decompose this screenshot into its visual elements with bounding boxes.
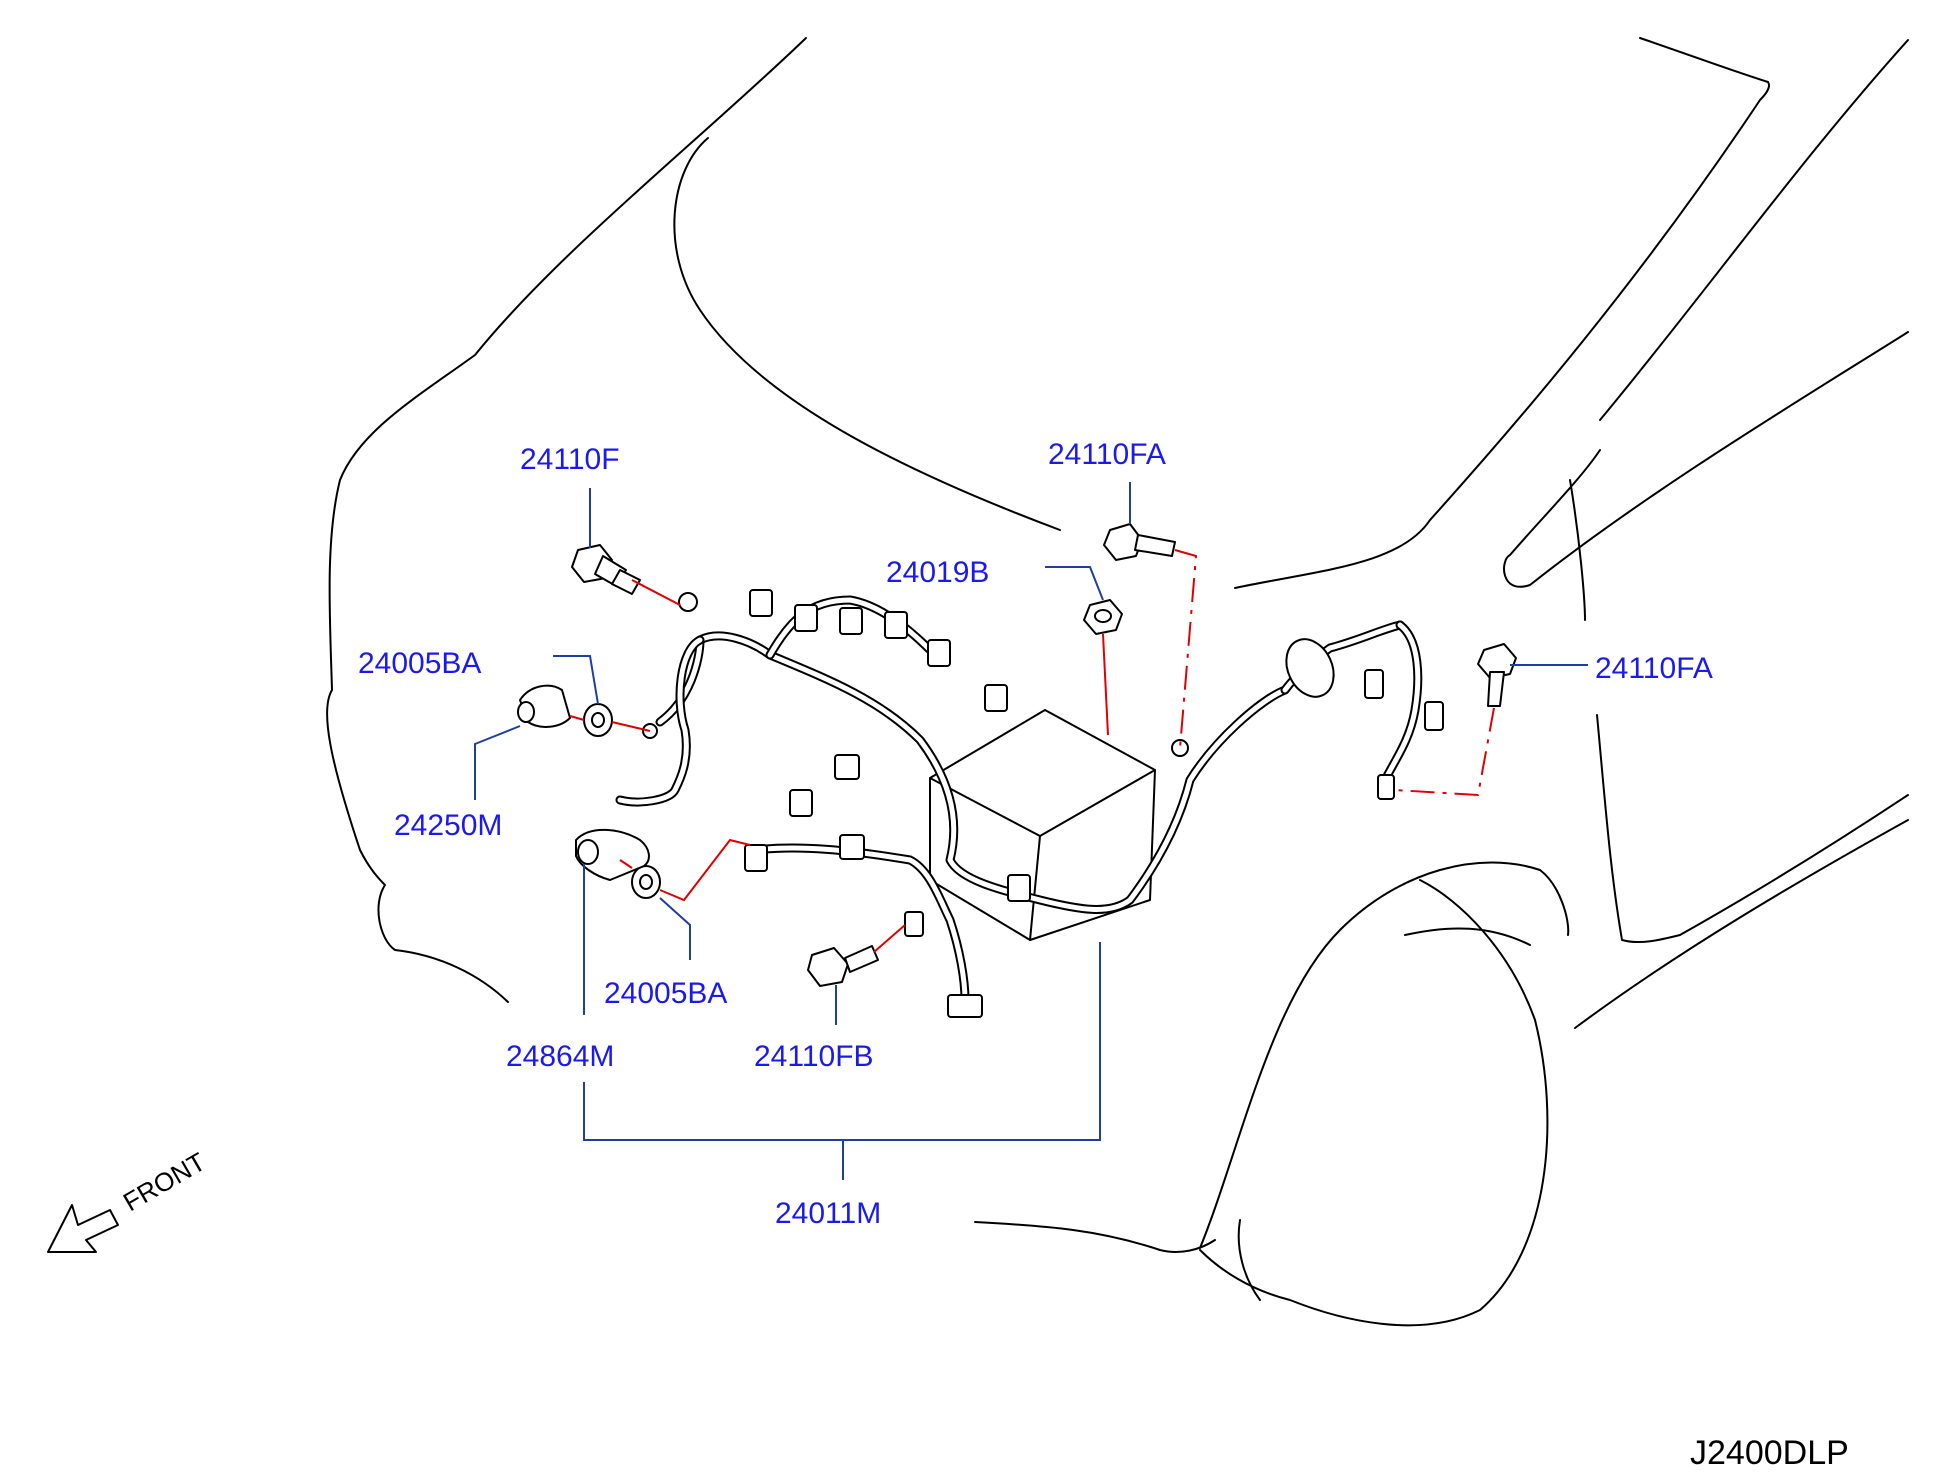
bumper-lower <box>974 1221 1216 1253</box>
callout-labels: 24110F 24110FA 24019B 24110FA 24005BA 24… <box>358 438 1713 1230</box>
firewall-grommet <box>1285 638 1335 698</box>
connector <box>904 911 924 937</box>
connector <box>947 994 983 1018</box>
callout-leaders <box>474 482 1588 1180</box>
connector <box>839 607 863 635</box>
connector <box>884 611 908 639</box>
connection-lines <box>569 549 1495 953</box>
connector <box>789 789 813 817</box>
a-pillar <box>1599 39 1909 421</box>
windshield-top <box>1639 37 1769 83</box>
fasteners <box>517 523 1517 987</box>
label-24250m: 24250M <box>394 809 502 842</box>
drawing-code: J2400DLP <box>1690 1434 1849 1472</box>
door-lower-line <box>1596 714 1909 944</box>
connector <box>834 754 860 780</box>
mirror-outline <box>1503 331 1909 588</box>
bolt-24110f <box>571 544 641 595</box>
label-24864m: 24864M <box>506 1040 614 1073</box>
harness-clip <box>678 592 698 612</box>
bolt-24110fb <box>807 945 879 987</box>
tire-inner <box>1237 1219 1261 1301</box>
connector <box>744 844 768 872</box>
bolt-24110fa-right <box>1477 643 1517 707</box>
connector <box>749 589 773 617</box>
connector <box>984 684 1008 712</box>
label-24011m: 24011M <box>775 1197 881 1230</box>
label-24110fa-right: 24110FA <box>1595 652 1713 685</box>
label-24019b: 24019B <box>886 556 989 589</box>
front-arrow-icon <box>47 1204 119 1253</box>
wheel-arch <box>1199 861 1570 1249</box>
hood-crease <box>673 137 1061 531</box>
connector <box>1424 701 1444 731</box>
connector <box>1377 774 1395 800</box>
wheel-arch-inner <box>1404 927 1531 946</box>
label-24005ba-lower: 24005BA <box>604 977 727 1010</box>
grommet-24005ba-lower <box>631 865 661 899</box>
cap-24250m <box>517 684 571 728</box>
front-indicator: FRONT <box>47 1146 211 1253</box>
wiring-harness <box>615 589 1444 1018</box>
label-24110fb: 24110FB <box>754 1040 874 1073</box>
hood-left-edge <box>326 37 807 1003</box>
bolt-24110fa-upper <box>1103 523 1176 561</box>
label-24110f: 24110F <box>520 443 620 476</box>
vehicle-body-outline <box>326 37 1909 1327</box>
label-24110fa-upper: 24110FA <box>1048 438 1166 471</box>
tire-outline <box>1199 879 1549 1327</box>
engine-block-edge <box>929 769 1156 941</box>
door-panel-line <box>1574 819 1909 1029</box>
nut-24019b <box>1083 599 1123 635</box>
door-front-edge <box>1569 479 1586 621</box>
front-label: FRONT <box>118 1146 211 1217</box>
grommet-24005ba-upper <box>583 703 613 737</box>
label-24005ba-upper: 24005BA <box>358 647 481 680</box>
connector <box>794 604 818 632</box>
connector <box>1007 874 1031 902</box>
connector <box>839 834 865 860</box>
harness-clip <box>1171 739 1189 757</box>
cowl-line <box>1234 81 1770 589</box>
connector <box>927 639 951 667</box>
connector <box>1364 669 1384 699</box>
